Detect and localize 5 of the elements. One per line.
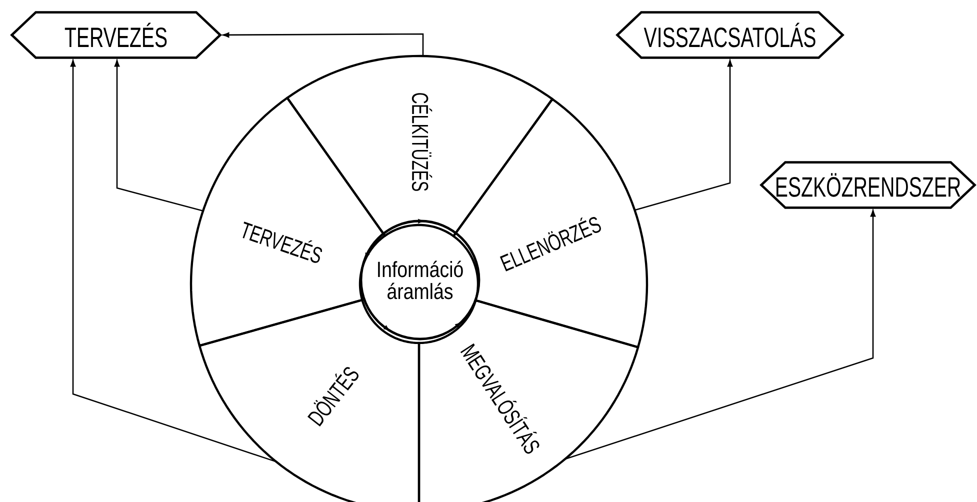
arrow [222, 32, 424, 56]
arrow [114, 60, 204, 212]
arrow [634, 60, 733, 211]
arrow [70, 60, 276, 462]
arrow [564, 210, 876, 460]
